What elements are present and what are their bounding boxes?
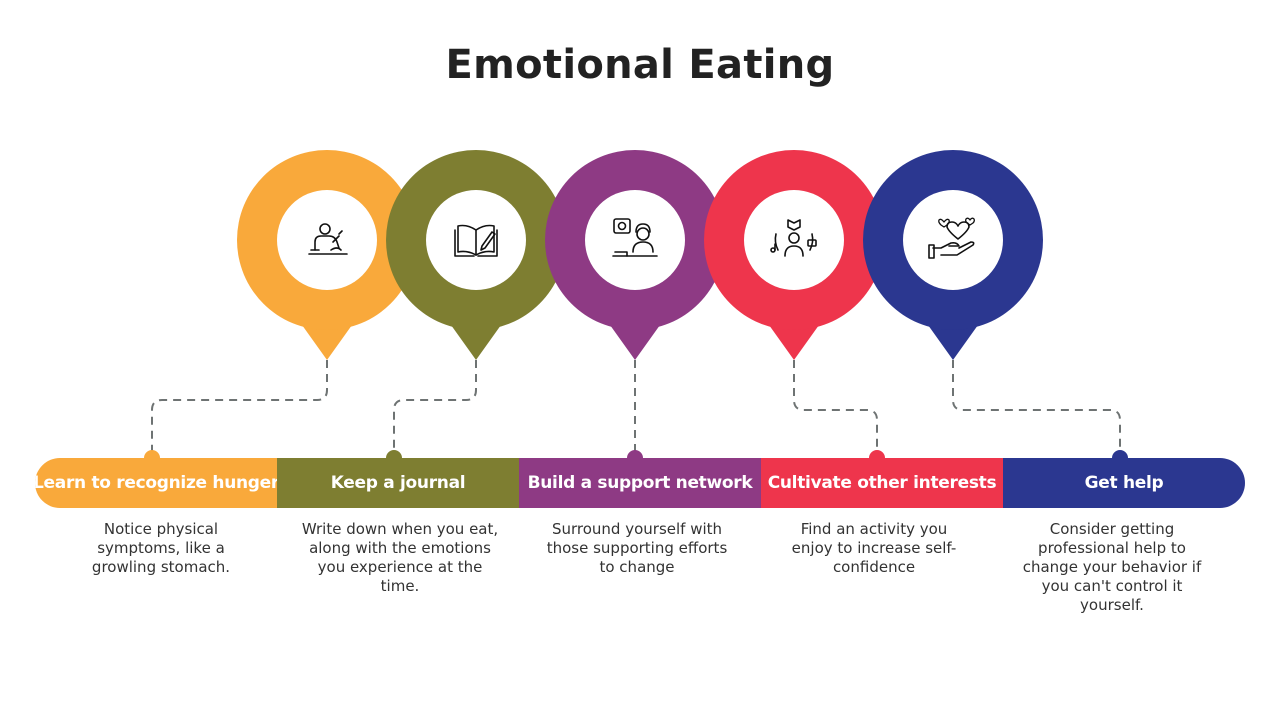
connector-1 xyxy=(151,360,328,454)
step-label-4: Cultivate other interests xyxy=(761,458,1003,508)
step-label-2: Keep a journal xyxy=(277,458,519,508)
open-book-pen-icon xyxy=(454,224,498,257)
connector-5 xyxy=(952,360,1121,454)
heart-in-hand-icon xyxy=(928,217,975,259)
step-label-5: Get help xyxy=(1003,458,1245,508)
steps-bar: Learn to recognize hunger Keep a journal… xyxy=(35,458,1245,508)
step-description-3: Surround yourself with those supporting … xyxy=(546,520,728,576)
step-description-1: Notice physical symptoms, like a growlin… xyxy=(91,520,231,576)
step-label-3: Build a support network xyxy=(519,458,761,508)
hobbies-person-icon xyxy=(770,219,817,257)
step-description-2: Write down when you eat, along with the … xyxy=(301,520,499,595)
step-label-1: Learn to recognize hunger xyxy=(35,458,279,508)
support-agent-icon xyxy=(612,218,658,257)
step-description-4: Find an activity you enjoy to increase s… xyxy=(791,520,957,576)
connector-2 xyxy=(393,360,477,454)
connector-4 xyxy=(793,360,878,454)
person-eating-icon xyxy=(308,223,348,255)
page-title: Emotional Eating xyxy=(445,42,835,88)
step-description-5: Consider getting professional help to ch… xyxy=(1022,520,1202,614)
